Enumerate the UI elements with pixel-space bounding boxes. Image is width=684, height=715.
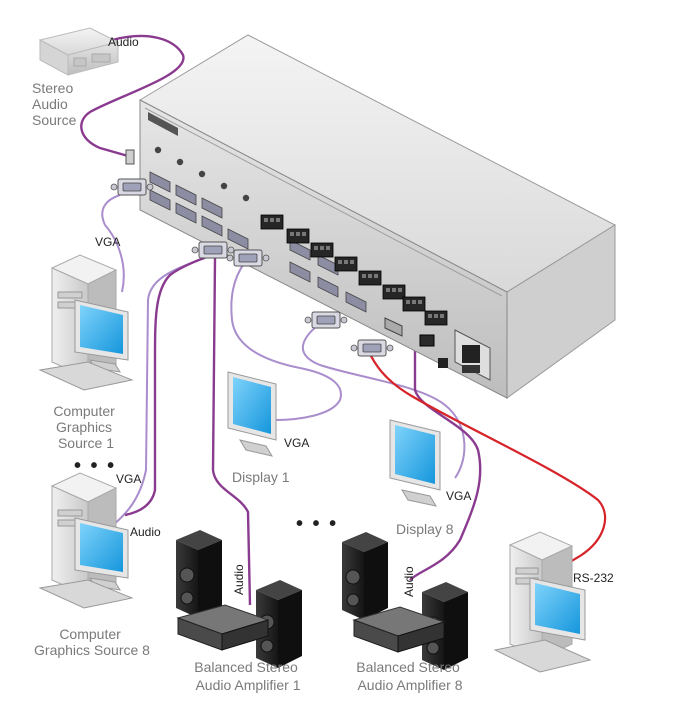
display-8-monitor (389, 419, 441, 507)
rs232-cable (367, 349, 607, 566)
rs232-port (384, 317, 403, 337)
monitor-screen (233, 377, 271, 434)
amplifier-8-label: Balanced Stereo Audio Amplifier 8 (356, 659, 463, 693)
audio-label-amp-1: Audio (232, 564, 246, 595)
computer-source-1-label: Computer Graphics Source 1 (53, 403, 118, 451)
vga-label-display-1: VGA (284, 436, 309, 450)
ethernet-port (419, 334, 435, 347)
display1-vga-cable (230, 261, 342, 421)
monitor-screen (80, 305, 123, 354)
audio-label-source-8: Audio (130, 525, 161, 539)
amplifier-1-label: Balanced Stereo Audio Amplifier 1 (194, 659, 301, 693)
display8-vga-plug (304, 311, 348, 329)
audio-label-amp-8: Audio (402, 566, 416, 597)
amp8-audio-cable (409, 325, 482, 581)
rs232-label: RS-232 (573, 571, 614, 585)
monitor-screen (395, 425, 435, 484)
vga-label-source-1: VGA (95, 235, 120, 249)
monitor-screen (535, 583, 580, 634)
power-socket (454, 329, 491, 381)
control-pc-rs232 (493, 531, 592, 673)
computer-graphics-source-8 (38, 472, 134, 609)
amplifier-1-system (176, 530, 302, 668)
display-1-monitor (227, 371, 277, 457)
source8-vga-cable (112, 257, 206, 526)
vga-label-source-8: VGA (116, 472, 141, 486)
computer-graphics-source-1 (38, 254, 134, 391)
matrix-switcher-device (138, 34, 617, 399)
audio-in-plug (125, 149, 135, 165)
computer-source-8-label: Computer Graphics Source 8 (34, 626, 150, 658)
amplifier-8-system (342, 532, 468, 670)
display-1-label: Display 1 (232, 469, 290, 485)
stereo-audio-source-device (38, 27, 120, 76)
rs232-plug (350, 339, 394, 357)
display-8-label: Display 8 (396, 521, 454, 537)
audio-label-stereo: Audio (108, 35, 139, 49)
ellipsis-amplifiers: • • • (296, 513, 338, 535)
ellipsis-sources: • • • (74, 455, 116, 477)
monitor-screen (80, 523, 123, 572)
vga-output-ports (289, 239, 367, 313)
stereo-audio-cable (80, 34, 185, 158)
source1-vga-cable (101, 194, 125, 293)
stereo-audio-source-label: Stereo Audio Source (32, 80, 77, 128)
audio-input-jacks (154, 146, 250, 202)
amp1-audio-cable (211, 257, 252, 606)
vga-input-ports (149, 171, 249, 250)
vga-label-display-8: VGA (446, 489, 471, 503)
